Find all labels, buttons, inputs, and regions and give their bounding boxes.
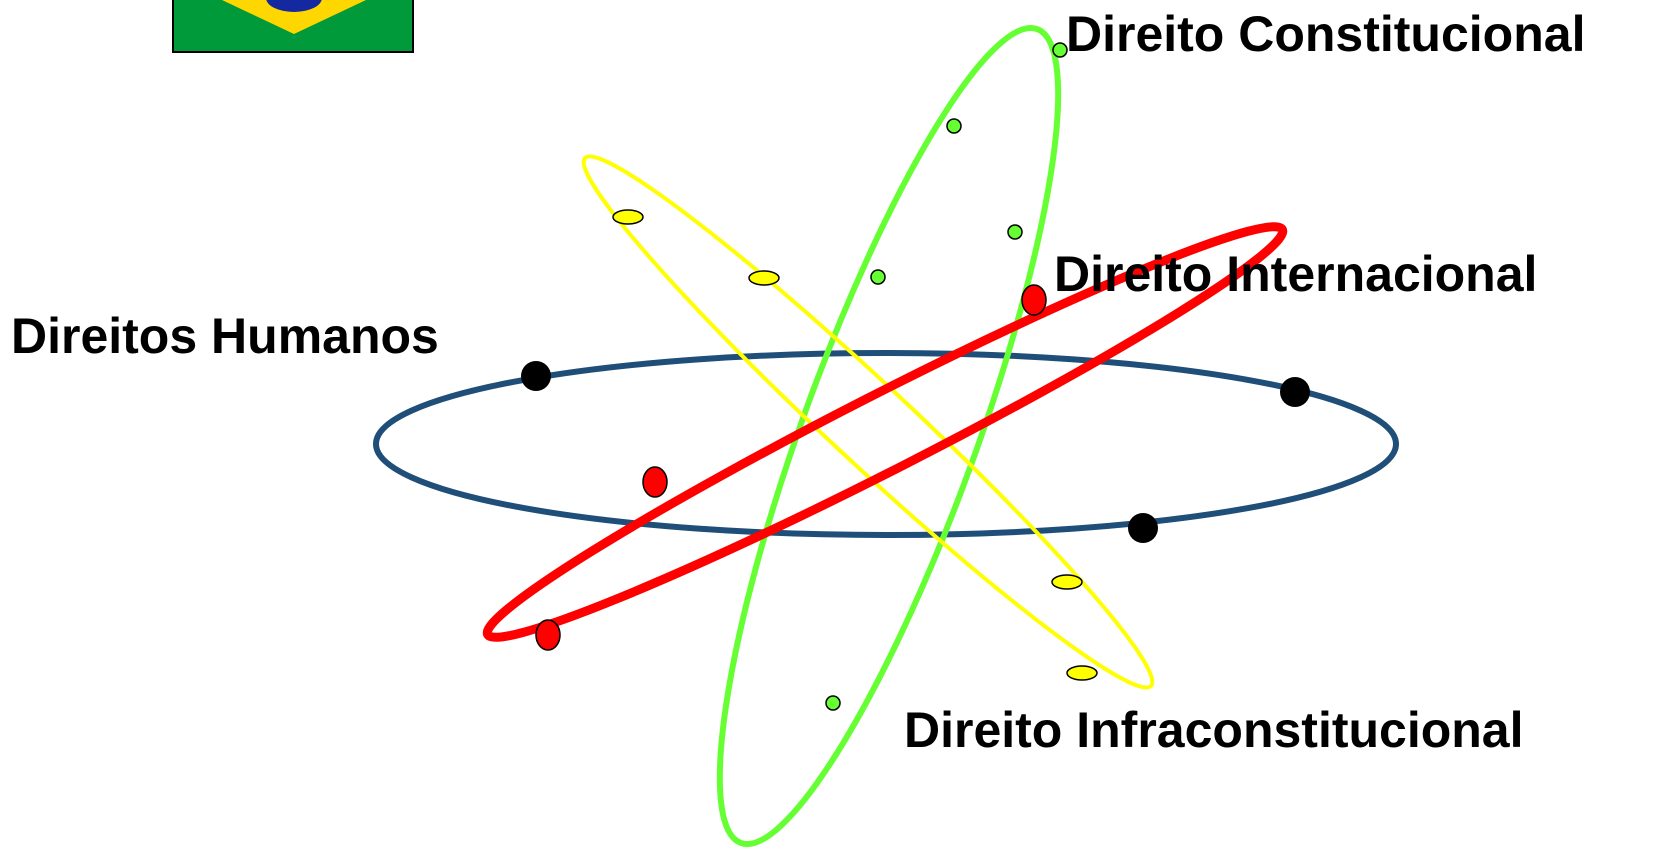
label-direito-internacional: Direito Internacional: [1054, 246, 1538, 302]
node-green: [825, 695, 841, 711]
node-black: [1280, 377, 1310, 407]
node-green: [946, 118, 962, 134]
label-direito-constitucional: Direito Constitucional: [1066, 6, 1586, 62]
label-direitos-humanos: Direitos Humanos: [11, 308, 439, 364]
node-red: [1021, 284, 1047, 316]
orbit-direitos-humanos: [373, 350, 1399, 538]
orbit-direito-internacional: [482, 222, 1288, 642]
brazil-flag-icon: [172, 0, 414, 53]
node-yellow: [748, 270, 780, 286]
node-yellow: [612, 209, 644, 225]
orbit-direito-infraconstitucional: [581, 154, 1155, 690]
node-yellow: [1051, 574, 1083, 590]
node-red: [642, 466, 668, 498]
node-green: [1007, 224, 1023, 240]
node-yellow: [1066, 665, 1098, 681]
node-red: [535, 619, 561, 651]
node-black: [521, 361, 551, 391]
node-green: [870, 269, 886, 285]
label-direito-infraconstitucional: Direito Infraconstitucional: [904, 702, 1524, 758]
node-green: [1052, 42, 1068, 58]
node-black: [1128, 513, 1158, 543]
